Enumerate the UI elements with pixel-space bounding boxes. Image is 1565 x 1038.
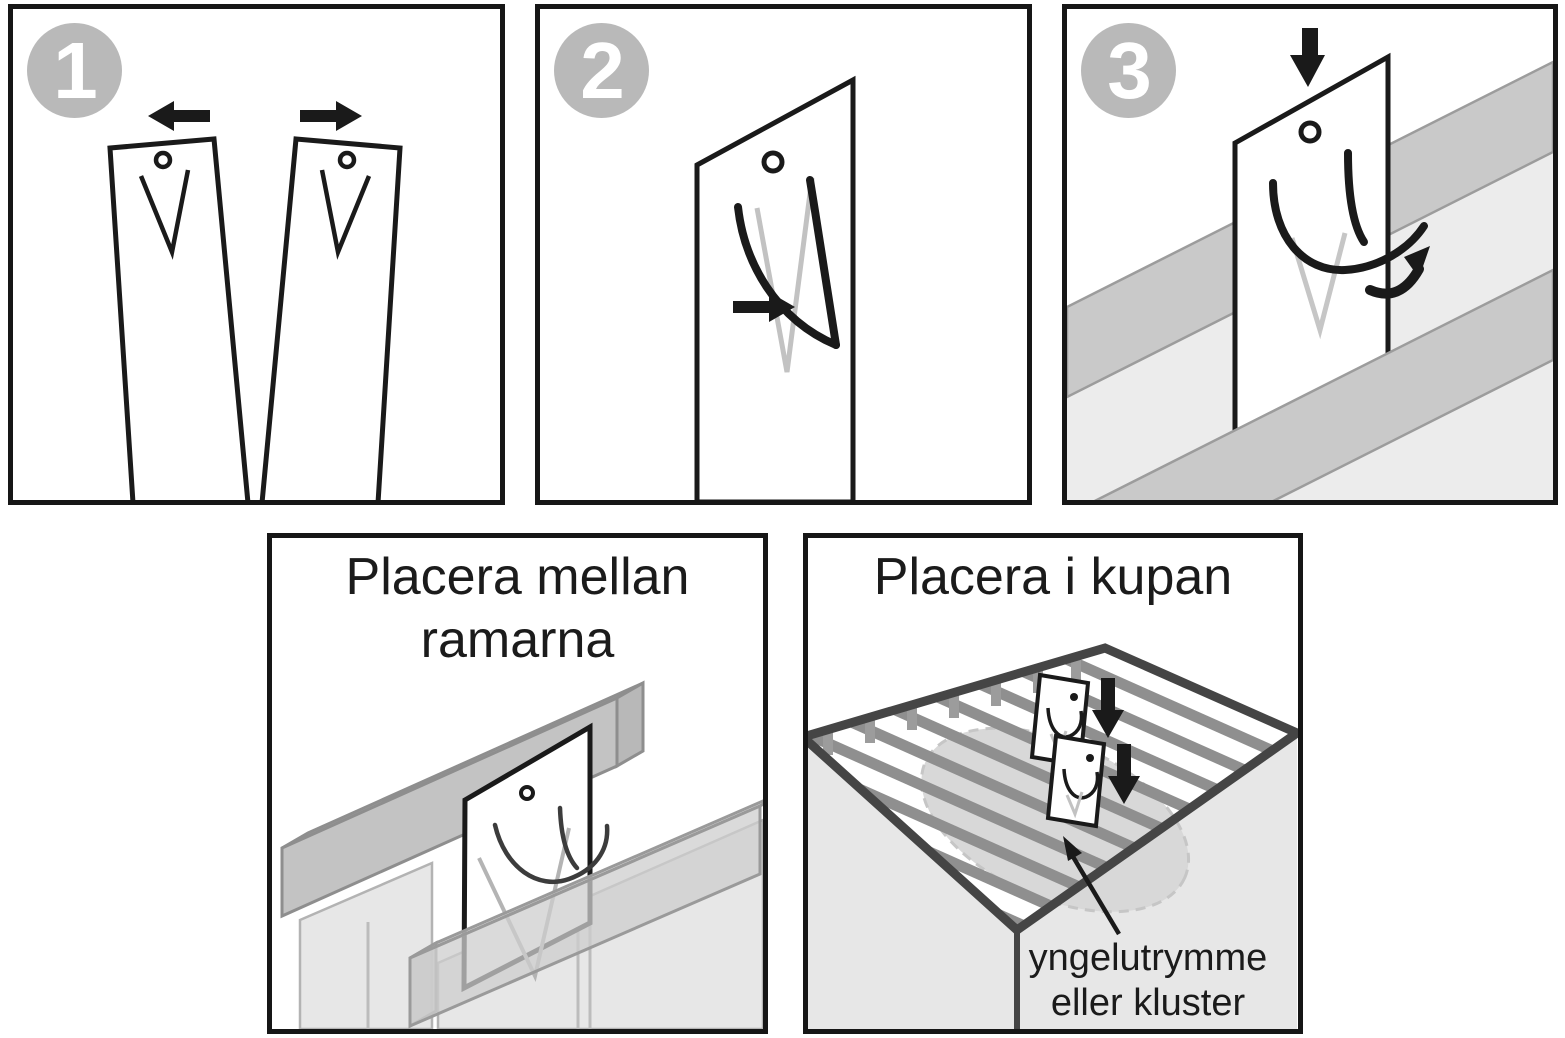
- between-frames-illustration: [280, 680, 763, 1029]
- step-1-illustration: [107, 101, 403, 500]
- hook-tab-inner: [557, 805, 580, 871]
- step-2-badge: 2: [554, 23, 649, 118]
- arrow-left-icon: [148, 101, 210, 131]
- step-2-number: 2: [580, 25, 624, 115]
- in-hive-illustration: [808, 643, 1298, 1029]
- title-line-1: Placera i kupan: [873, 548, 1233, 606]
- step-3-badge: 3: [1081, 23, 1176, 118]
- peel-tab-left-edge: [734, 203, 840, 349]
- caption-line-2: eller kluster: [1050, 982, 1246, 1024]
- hang-hole: [1070, 693, 1078, 701]
- panel-step-3: 3: [1062, 4, 1558, 505]
- panel-title: Placera i kupan: [808, 546, 1298, 609]
- step-3-illustration: [1067, 28, 1553, 500]
- v-notch-faded: [477, 827, 571, 983]
- panel-title: Placera mellan ramarna: [272, 546, 763, 672]
- top-bar-front: [408, 799, 763, 1029]
- insert-down-arrow-icon-2: [1108, 744, 1140, 804]
- caption-line-1: yngelutrymme: [1028, 937, 1268, 979]
- strip-right-v-notch: [319, 169, 372, 260]
- hook-tab-outer: [1269, 179, 1428, 275]
- panel-step-2: 2: [535, 4, 1032, 505]
- strip-left-v-notch: [138, 169, 191, 260]
- title-line-1: Placera mellan: [345, 548, 690, 606]
- hang-hole: [519, 785, 535, 801]
- hang-hole: [761, 150, 785, 174]
- peel-tab-right-edge: [806, 176, 840, 349]
- insert-down-arrow-icon-1: [1092, 678, 1124, 738]
- push-arrow-icon: [733, 292, 795, 322]
- step-3-number: 3: [1107, 25, 1151, 115]
- rotate-arrow-icon: [1365, 246, 1430, 299]
- strip-left-body: [107, 136, 251, 500]
- strip-right-hang-hole: [337, 150, 357, 170]
- frame-band-front: [1093, 268, 1553, 500]
- top-bar-rear: [280, 680, 645, 919]
- step-1-badge: 1: [27, 23, 122, 118]
- frame-comb-left: [298, 861, 434, 1029]
- v-notch-faded: [754, 177, 815, 373]
- hang-hole: [1298, 120, 1322, 144]
- strip-right: [259, 136, 403, 500]
- panel-place-between-frames: Placera mellan ramarna: [267, 533, 768, 1034]
- cluster-caption: yngelutrymme eller kluster: [1008, 936, 1288, 1026]
- arrow-right-icon: [300, 101, 362, 131]
- step-1-number: 1: [53, 25, 97, 115]
- v-notch-faded: [1289, 232, 1348, 340]
- hook-tab-inner: [1344, 149, 1368, 246]
- step-2-illustration: [694, 75, 856, 500]
- hang-hole: [1086, 754, 1094, 762]
- strip-left-hang-hole: [153, 150, 173, 170]
- panel-step-1: 1: [8, 4, 505, 505]
- hive-wall-faces: [808, 733, 1297, 1029]
- press-down-arrow-icon: [1290, 28, 1325, 87]
- title-line-2: ramarna: [420, 611, 615, 669]
- cluster-pointer-arrow: [1063, 836, 1121, 936]
- hook-tab-outer: [492, 822, 610, 885]
- hive-rim: [808, 643, 1298, 936]
- strip-right-body: [259, 136, 403, 500]
- strip: [694, 75, 856, 500]
- strip-left: [107, 136, 251, 500]
- panel-place-in-hive: Placera i kupan: [803, 533, 1303, 1034]
- strip-card-2: [1045, 733, 1107, 829]
